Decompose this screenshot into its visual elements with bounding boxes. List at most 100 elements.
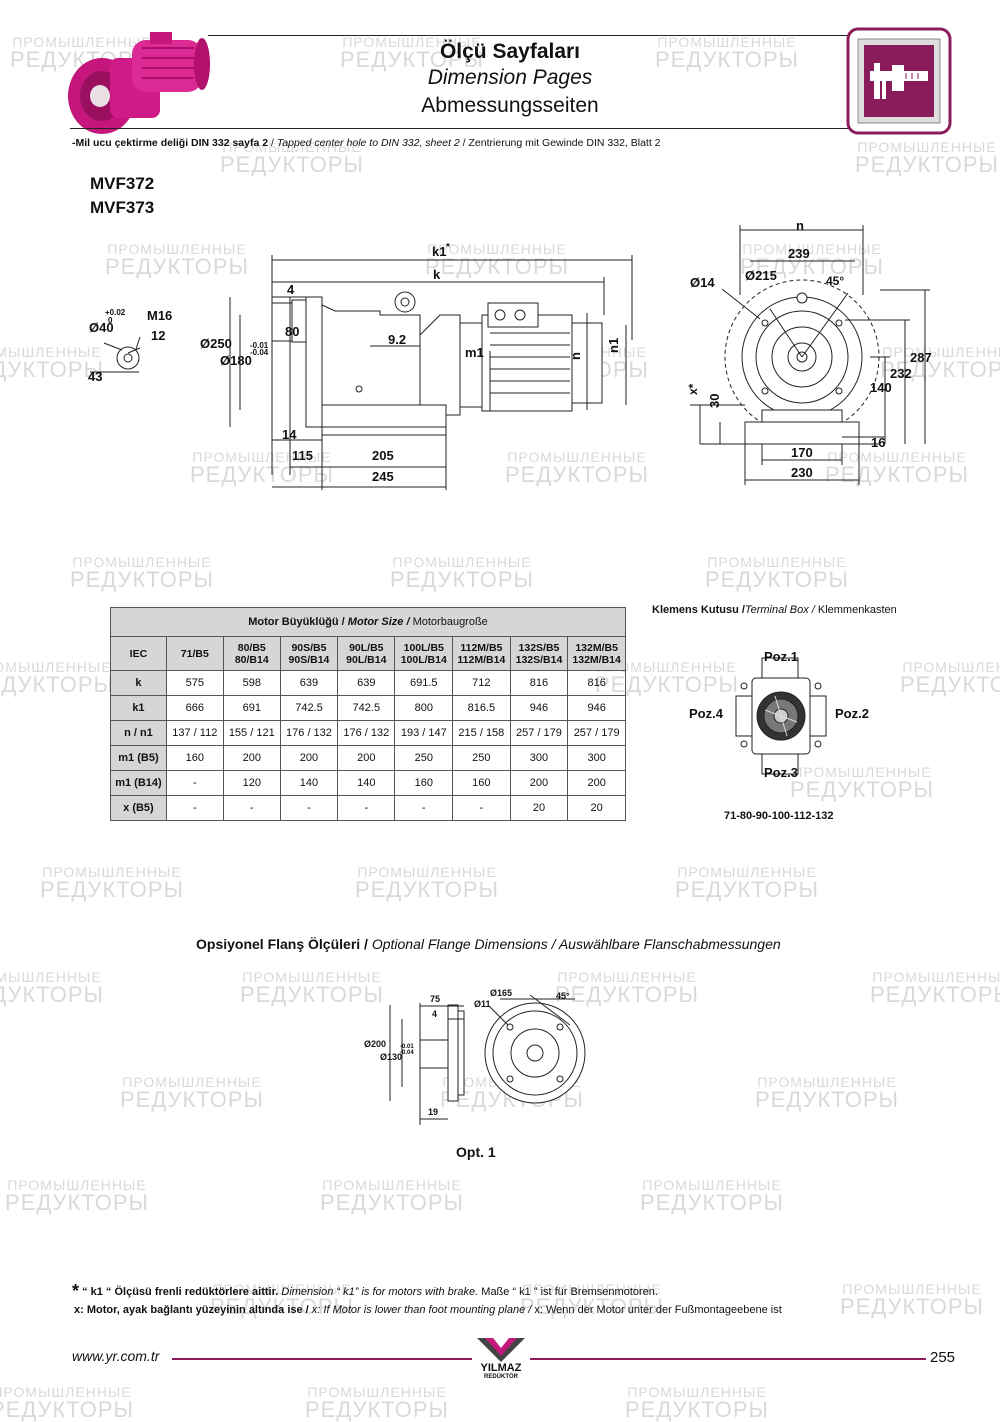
dim-label: 230 [791, 465, 813, 480]
table-cell: 250 [394, 745, 454, 771]
terminal-pos-4: Poz.4 [689, 706, 723, 721]
table-cell: 200 [222, 745, 281, 771]
table-cell: 250 [452, 745, 511, 771]
table-cell: - [337, 795, 396, 821]
terminal-box-title: Klemens Kutusu /Terminal Box / Klemmenka… [652, 604, 897, 616]
model-name: MVF372 [90, 174, 155, 193]
header-rule-bottom [70, 128, 848, 129]
caliper-icon [846, 27, 952, 135]
terminal-box-sizes: 71-80-90-100-112-132 [724, 810, 834, 822]
dim-label: 140 [870, 380, 892, 395]
side-view [229, 255, 633, 490]
footer-brand-sub: REDÜKTÖR [484, 1374, 518, 1380]
footnote-k1: * “ k1 “ Ölçüsü frenli redüktörlere aitt… [72, 1281, 658, 1301]
yilmaz-logo-icon [477, 1338, 525, 1362]
dim-label: -0.01 [250, 341, 269, 350]
optional-flange-caption: Opt. 1 [456, 1144, 496, 1160]
table-cell: 193 / 147 [394, 720, 454, 746]
footnote-x: x: Motor, ayak bağlantı yüzeyinin altınd… [74, 1304, 782, 1316]
table-cell: 300 [509, 745, 569, 771]
terminal-box-diagram [735, 657, 827, 775]
table-cell: 176 / 132 [279, 720, 339, 746]
dim-label: 170 [791, 445, 813, 460]
dim-label: m1 [465, 345, 484, 360]
footer-rule-left [172, 1358, 472, 1360]
table-cell: 140 [279, 770, 339, 796]
table-row: k 575 598 639 639 691.5 712 816 816 [110, 670, 626, 696]
dim-label: 287 [910, 350, 932, 365]
header-note: -Mil ucu çektirme deliği DIN 332 sayfa 2… [72, 137, 661, 149]
table-row: k1 666 691 742.5 742.5 800 816.5 946 946 [110, 695, 626, 721]
dim-label: 4 [432, 1009, 437, 1019]
table-cell: 200 [509, 770, 569, 796]
table-cell: - [394, 795, 454, 821]
gearmotor-image [68, 32, 210, 134]
dim-label: 43 [88, 369, 102, 384]
dim-label: -0.04 [250, 348, 269, 357]
dim-label: 232 [890, 366, 912, 381]
terminal-pos-2: Poz.2 [835, 706, 869, 721]
table-cell: 946 [567, 695, 626, 721]
table-cell: 200 [337, 745, 396, 771]
page-number: 255 [930, 1349, 956, 1366]
table-cell: 176 / 132 [337, 720, 396, 746]
table-cell: 257 / 179 [567, 720, 626, 746]
dim-label: Ø40 [89, 320, 114, 335]
dim-label: n [796, 218, 804, 233]
dim-label: n1 [606, 338, 621, 353]
dim-label: 14 [282, 427, 297, 442]
header-rule-top [208, 35, 848, 36]
dim-label: 12 [151, 328, 165, 343]
table-cell: - [452, 795, 511, 821]
page-title-en: Dimension Pages [427, 66, 593, 89]
dim-label: Ø215 [745, 268, 777, 283]
dim-label: 205 [372, 448, 394, 463]
footer-website[interactable]: www.yr.com.tr [72, 1348, 160, 1364]
column-header: IEC [110, 636, 167, 671]
table-cell: 816 [509, 670, 569, 696]
dim-label: Ø180 [220, 353, 252, 368]
table-cell: 257 / 179 [509, 720, 569, 746]
row-header: k1 [110, 695, 167, 721]
table-cell: 200 [279, 745, 339, 771]
table-cell: 160 [394, 770, 454, 796]
dim-label: 16 [871, 435, 885, 450]
dim-label: -0.01 [400, 1044, 414, 1050]
table-cell: 666 [165, 695, 224, 721]
dim-label: Ø130 [380, 1052, 402, 1062]
terminal-pos-3: Poz.3 [764, 765, 798, 780]
table-cell: 691.5 [394, 670, 454, 696]
table-title: Motor Büyüklüğü / Motor Size / Motorbaug… [110, 607, 626, 637]
dimension-drawing-main: +0.02 0 Ø40 M16 12 43 [88, 218, 932, 490]
optional-flange-drawing: 75 4 Ø200 Ø130 -0.01 -0.04 19 Ø165 Ø11 4… [364, 988, 586, 1125]
footer-brand: YILMAZ [480, 1362, 522, 1374]
table-cell: - [222, 795, 281, 821]
page-title-tr: Ölçü Sayfaları [439, 40, 581, 63]
motor-size-table: Motor Büyüklüğü / Motor Size / Motorbaug… [110, 607, 626, 821]
row-header: m1 (B5) [110, 745, 167, 771]
dim-label: 4 [287, 282, 295, 297]
model-list: MVF372 MVF373 [90, 172, 154, 220]
table-cell: 155 / 121 [222, 720, 281, 746]
dim-label: Ø14 [690, 275, 715, 290]
table-cell: - [279, 795, 339, 821]
dim-label: 245 [372, 469, 394, 484]
table-cell: 160 [165, 745, 224, 771]
